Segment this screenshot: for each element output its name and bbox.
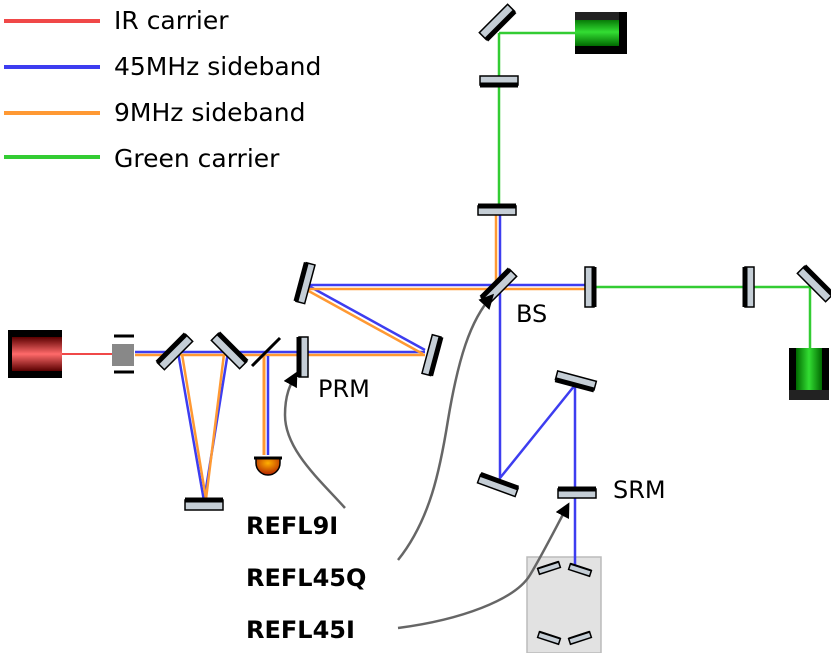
bs-label: BS [516,300,547,328]
pr3-mirror [293,261,316,305]
legend-item-sb9: 9MHz sideband [4,98,305,127]
sr2-mirror [554,370,598,393]
sb45-folding-beam [306,283,426,352]
sr3-mirror [476,472,520,498]
refl-photodiode [254,456,282,476]
legend-label-ir: IR carrier [114,6,229,35]
etm-x-mirror [742,266,755,308]
legend: IR carrier 45MHz sideband 9MHz sideband … [4,6,321,173]
legend-label-sb9: 9MHz sideband [114,98,305,127]
refl9i-label: REFL9I [246,512,338,540]
pr2-mirror [421,333,444,377]
ir-laser [8,330,62,378]
omc-mirror-3 [536,630,562,646]
itm-y-mirror [477,203,517,216]
omc-mirror-2 [567,562,593,578]
legend-item-ir: IR carrier [4,6,229,35]
modulator [112,334,134,374]
refl45q-arrow [397,293,495,561]
omc-mirror-1 [536,560,562,576]
refl-pickoff-mirror [250,336,282,368]
green-laser-y [575,12,627,54]
srm-label: SRM [613,476,666,504]
imc-mirror-2 [210,331,249,370]
refl45i-label: REFL45I [246,616,355,644]
sb45-signal-recycling-beam [498,289,577,565]
itm-x-mirror [584,266,597,308]
srm-mirror [557,486,597,499]
green-laser-x [789,348,829,400]
refl45q-label: REFL45Q [246,564,366,592]
legend-label-green: Green carrier [114,144,280,173]
prm-label: PRM [318,375,370,403]
prm-mirror [296,336,309,378]
sb9-folding-beam [304,287,424,356]
signal-arrows [283,293,570,630]
imc-mirror-1 [155,332,194,371]
sb9-imc-beam [180,353,226,500]
legend-item-sb45: 45MHz sideband [4,52,321,81]
etm-y-mirror [479,75,519,88]
x-steering-mirror [796,264,831,303]
optics [155,3,831,646]
legend-item-green: Green carrier [4,144,280,173]
beam-paths [62,31,812,565]
omc-mirror-4 [567,630,593,646]
refl45i-arrow [397,502,570,630]
imc-mirror-3 [184,497,224,511]
legend-label-sb45: 45MHz sideband [114,52,321,81]
y-steering-mirror [478,3,517,42]
refl9i-arrow [283,371,346,509]
